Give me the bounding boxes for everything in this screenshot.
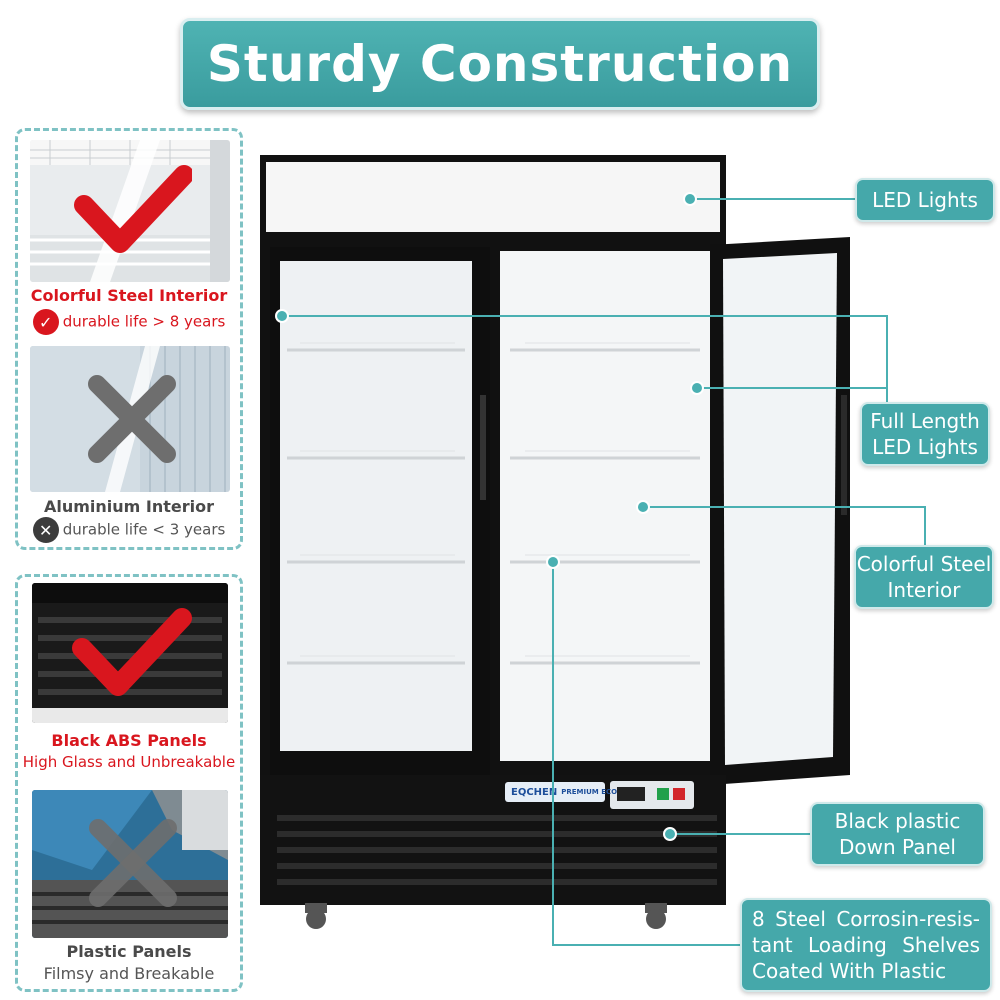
cross-icon (86, 816, 180, 914)
check-icon (70, 608, 194, 702)
callout-down-panel-line1: Black plastic (834, 809, 961, 833)
callout-led-lights-text: LED Lights (872, 188, 978, 212)
plastic-panel-subtitle: Filmsy and Breakable (43, 964, 215, 983)
page-title: Sturdy Construction (206, 35, 794, 93)
brand-plate: EQCHEN PREMIUM ECO (505, 782, 617, 802)
callout-steel-interior: Colorful Steel Interior (854, 545, 994, 609)
callout-full-length-line1: Full Length (870, 409, 980, 433)
shelves-marker (546, 555, 560, 569)
steel-interior-subtitle: durable life > 8 years (62, 312, 226, 331)
full-length-marker-left (275, 309, 289, 323)
steel-interior-marker (636, 500, 650, 514)
callout-shelves-line1: 8 Steel Corrosin-resis- (752, 907, 980, 931)
cross-badge-icon: ✕ (32, 517, 59, 543)
full-length-marker-right (690, 381, 704, 395)
check-icon (72, 165, 194, 259)
brand-name: EQCHEN (511, 786, 558, 798)
abs-panel-subtitle: High Glass and Unbreakable (22, 753, 236, 771)
plastic-panel-title: Plastic Panels (66, 942, 192, 961)
callout-full-length-led: Full Length LED Lights (860, 402, 990, 466)
led-lights-marker (683, 192, 697, 206)
aluminium-interior-title: Aluminium Interior (43, 497, 215, 516)
callout-shelves-line2: tant Loading Shelves (752, 933, 980, 957)
abs-panel-title: Black ABS Panels (51, 731, 207, 750)
callout-led-lights: LED Lights (855, 178, 995, 222)
refrigerator-illustration (255, 155, 865, 939)
callout-steel-line2: Interior (887, 578, 961, 602)
check-badge-icon: ✓ (32, 309, 59, 335)
model-text: PREMIUM ECO (561, 788, 618, 796)
steel-interior-title: Colorful Steel Interior (30, 286, 228, 305)
callout-steel-line1: Colorful Steel (856, 552, 992, 576)
callout-down-panel: Black plastic Down Panel (810, 802, 985, 866)
callout-shelves: 8 Steel Corrosin-resis- tant Loading She… (740, 898, 992, 992)
callout-full-length-line2: LED Lights (872, 435, 978, 459)
title-banner: Sturdy Construction (180, 18, 820, 110)
callout-down-panel-line2: Down Panel (839, 835, 956, 859)
steel-interior-image (30, 140, 230, 282)
aluminium-interior-subtitle: durable life < 3 years (62, 520, 226, 539)
aluminium-interior-subtitle-row: ✕durable life < 3 years (18, 517, 240, 543)
down-panel-marker (663, 827, 677, 841)
callout-shelves-line3: Coated With Plastic (752, 959, 947, 983)
steel-interior-subtitle-row: ✓durable life > 8 years (18, 309, 240, 335)
cross-icon (85, 372, 179, 470)
